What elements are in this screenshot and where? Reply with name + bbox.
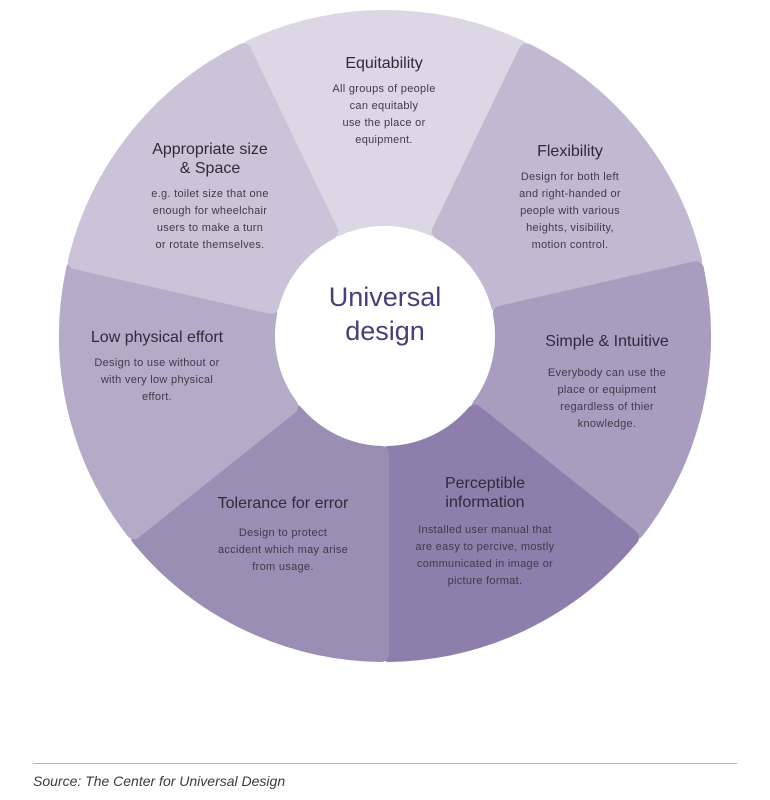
segment-title: Low physical effort — [90, 329, 224, 346]
segment-title: Equitability — [345, 55, 423, 72]
segment-perceptible-information — [380, 404, 640, 662]
segment-title: Simple & Intuitive — [545, 333, 669, 350]
segment-description: Design to protect accident which may ari… — [217, 527, 349, 573]
segment-tolerance-for-error-text: Tolerance for error Design to protect ac… — [198, 494, 368, 576]
segment-description: e.g. toilet size that one enough for whe… — [151, 188, 269, 251]
segment-low-physical-effort — [59, 261, 299, 540]
segment-description: Design to use without or with very low p… — [94, 357, 220, 403]
segment-description: Design for both left and right-handed or… — [519, 171, 621, 251]
footer-divider — [33, 763, 737, 764]
segment-appropriate-size-space-text: Appropriate size & Space e.g. toilet siz… — [130, 140, 290, 254]
segment-simple-intuitive-text: Simple & Intuitive Everybody can use the… — [522, 332, 692, 433]
segment-simple-intuitive — [471, 261, 711, 540]
segment-tolerance-for-error — [130, 404, 390, 662]
segment-title: Perceptible information — [444, 475, 526, 511]
segment-title: Flexibility — [537, 143, 603, 160]
segment-title: Appropriate size & Space — [152, 141, 268, 177]
center-label-line1: Universal — [328, 282, 442, 312]
segment-description: Installed user manual that are easy to p… — [415, 524, 555, 587]
segment-appropriate-size-space — [67, 43, 339, 314]
segment-perceptible-information-text: Perceptible information Installed user m… — [395, 474, 575, 590]
segment-description: Everybody can use the place or equipment… — [547, 367, 667, 430]
center-label-line2: design — [345, 316, 425, 346]
segment-flexibility — [431, 43, 703, 314]
segment-low-physical-effort-text: Low physical effort Design to use withou… — [72, 328, 242, 406]
segment-flexibility-text: Flexibility Design for both left and rig… — [490, 142, 650, 254]
segment-description: All groups of people can equitably use t… — [332, 83, 436, 146]
segment-title: Tolerance for error — [217, 495, 349, 512]
segment-equitability — [242, 10, 528, 237]
universal-design-wheel — [59, 10, 711, 662]
center-label: Universal design — [285, 280, 485, 348]
segment-equitability-text: Equitability All groups of people can eq… — [304, 54, 464, 149]
source-note: Source: The Center for Universal Design — [33, 773, 286, 789]
